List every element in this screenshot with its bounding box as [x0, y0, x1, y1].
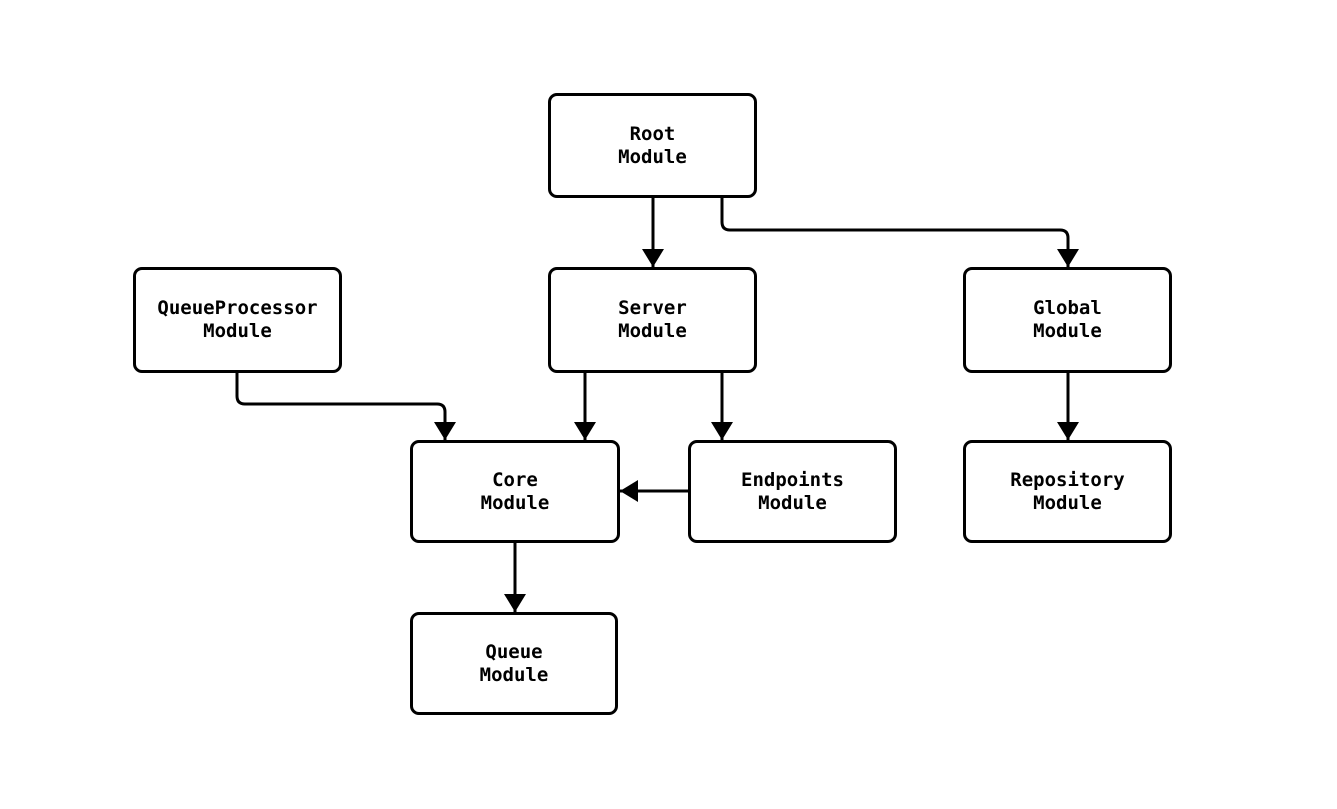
node-server-module: Server Module [548, 267, 757, 373]
node-label: Module [618, 320, 687, 342]
node-label: Module [203, 320, 272, 342]
node-label: Endpoints [741, 468, 844, 491]
edge-queueprocessor-to-core [235, 373, 456, 440]
node-label: Module [758, 491, 827, 514]
node-queue-module: Queue Module [410, 612, 618, 715]
node-global-module: Global Module [963, 267, 1172, 373]
node-core-module: Core Module [410, 440, 620, 543]
node-root-module: Root Module [548, 93, 757, 198]
node-label: Server [618, 297, 687, 319]
node-label: Repository [1010, 468, 1125, 491]
node-label: Module [1033, 491, 1102, 514]
node-label: Module [480, 491, 550, 514]
node-endpoints-module: Endpoints Module [688, 440, 897, 543]
node-label: Global [1033, 297, 1102, 319]
node-queueprocessor-module: QueueProcessor Module [133, 267, 342, 373]
node-repository-module: Repository Module [963, 440, 1172, 543]
node-label: Root [629, 122, 676, 145]
node-label: Module [479, 663, 549, 686]
node-label: Core [492, 468, 538, 491]
node-label: Module [1033, 320, 1102, 342]
edge-root-to-global [720, 198, 1079, 267]
node-label: QueueProcessor [157, 297, 318, 319]
node-label: Queue [485, 640, 543, 663]
node-label: Module [618, 145, 687, 168]
